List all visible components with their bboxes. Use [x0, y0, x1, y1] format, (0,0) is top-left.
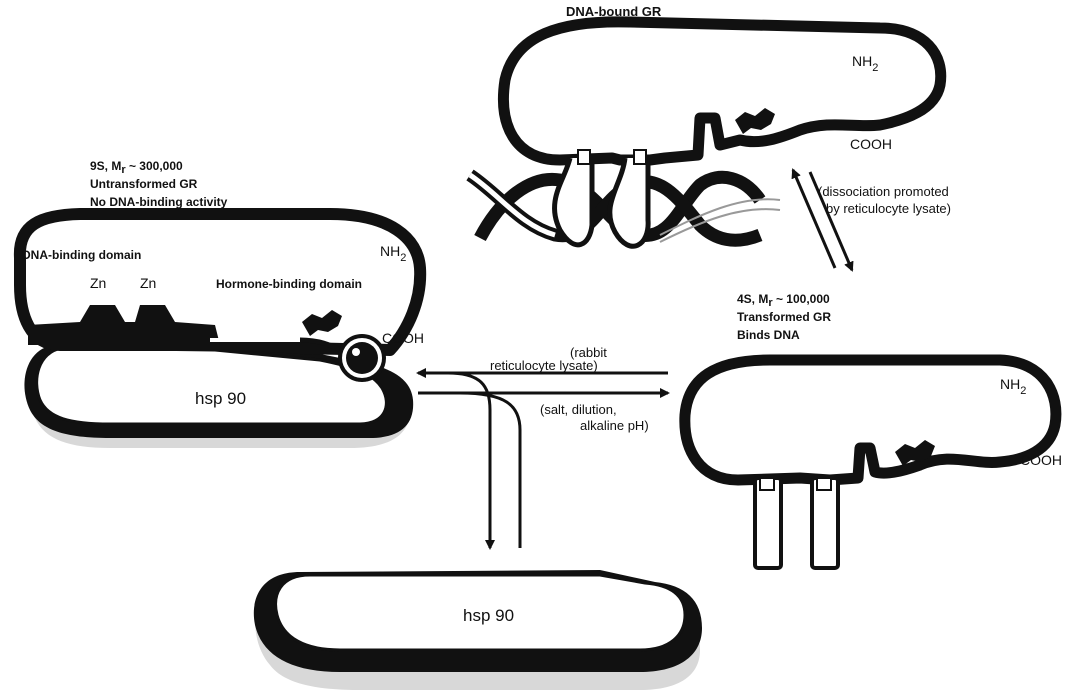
dna-bound-cooh: COOH [850, 136, 892, 152]
forward-condition-line1: (salt, dilution, [540, 402, 617, 417]
dissociation-note-line1: (dissociation promoted [818, 184, 949, 199]
transformed-gr-labels: 4S, Mr ~ 100,000 Transformed GR Binds DN… [737, 292, 831, 342]
zinc-label-2: Zn [140, 275, 156, 291]
transformed-cooh: COOH [1020, 452, 1062, 468]
no-dna-binding-label: No DNA-binding activity [90, 195, 228, 209]
hsp90-contact-point [340, 336, 384, 380]
dna-bound-title: DNA-bound GR [566, 4, 662, 19]
hsp90-free: hsp 90 [254, 570, 702, 690]
hsp90-bound-label: hsp 90 [195, 389, 246, 408]
reaction-arrows [418, 373, 668, 548]
untransformed-cooh: COOH [382, 330, 424, 346]
transformed-label: Transformed GR [737, 310, 831, 324]
transformed-fingers [755, 478, 838, 568]
zinc-label-1: Zn [90, 275, 106, 291]
untransformed-label: Untransformed GR [90, 177, 198, 191]
svg-text:4S, Mr ~ 100,000: 4S, Mr ~ 100,000 [737, 292, 830, 309]
svg-text:9S, Mr ~ 300,000: 9S, Mr ~ 300,000 [90, 159, 183, 176]
reverse-condition-line2: reticulocyte lysate) [490, 358, 598, 373]
dna-binding-domain-label: DNA-binding domain [22, 248, 141, 262]
binds-dna-label: Binds DNA [737, 328, 800, 342]
dissociation-note-line2: by reticulocyte lysate) [826, 201, 951, 216]
hormone-binding-domain-label: Hormone-binding domain [216, 277, 362, 291]
forward-condition-line2: alkaline pH) [580, 418, 649, 433]
hsp90-free-label: hsp 90 [463, 606, 514, 625]
untransformed-gr-labels: 9S, Mr ~ 300,000 Untransformed GR No DNA… [90, 159, 228, 209]
